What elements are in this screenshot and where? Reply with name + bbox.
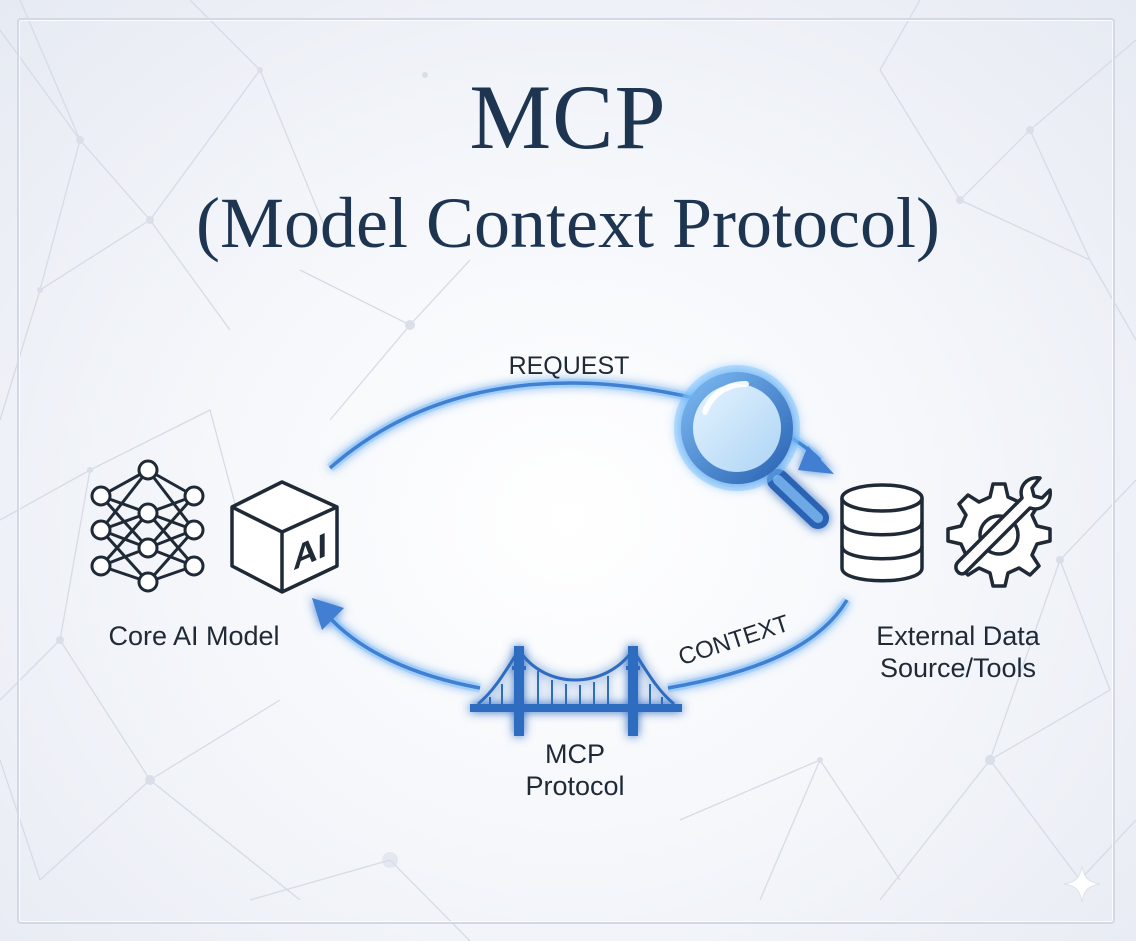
page-title: MCP: [469, 66, 667, 168]
context-arrow: [312, 597, 851, 693]
gear-wrench-icon: [946, 476, 1052, 588]
external-data-label-line2: Source/Tools: [879, 653, 1037, 683]
magnifying-glass-icon: [674, 365, 829, 529]
external-data-label: External Data Source/Tools: [850, 620, 1066, 684]
bridge-icon: [470, 646, 682, 736]
database-icon: [840, 483, 924, 583]
ai-cube-icon: AI: [230, 480, 339, 594]
external-data-label-line1: External Data: [876, 621, 1040, 651]
mcp-protocol-label-line2: Protocol: [525, 771, 625, 801]
mcp-protocol-label: MCP Protocol: [500, 738, 650, 802]
page-subtitle: (Model Context Protocol): [196, 183, 940, 263]
neural-network-icon: [90, 459, 205, 593]
frame-border: [17, 18, 1115, 924]
request-label: REQUEST: [508, 352, 630, 380]
core-ai-model-label: Core AI Model: [108, 621, 280, 651]
mcp-protocol-label-line1: MCP: [545, 739, 605, 769]
